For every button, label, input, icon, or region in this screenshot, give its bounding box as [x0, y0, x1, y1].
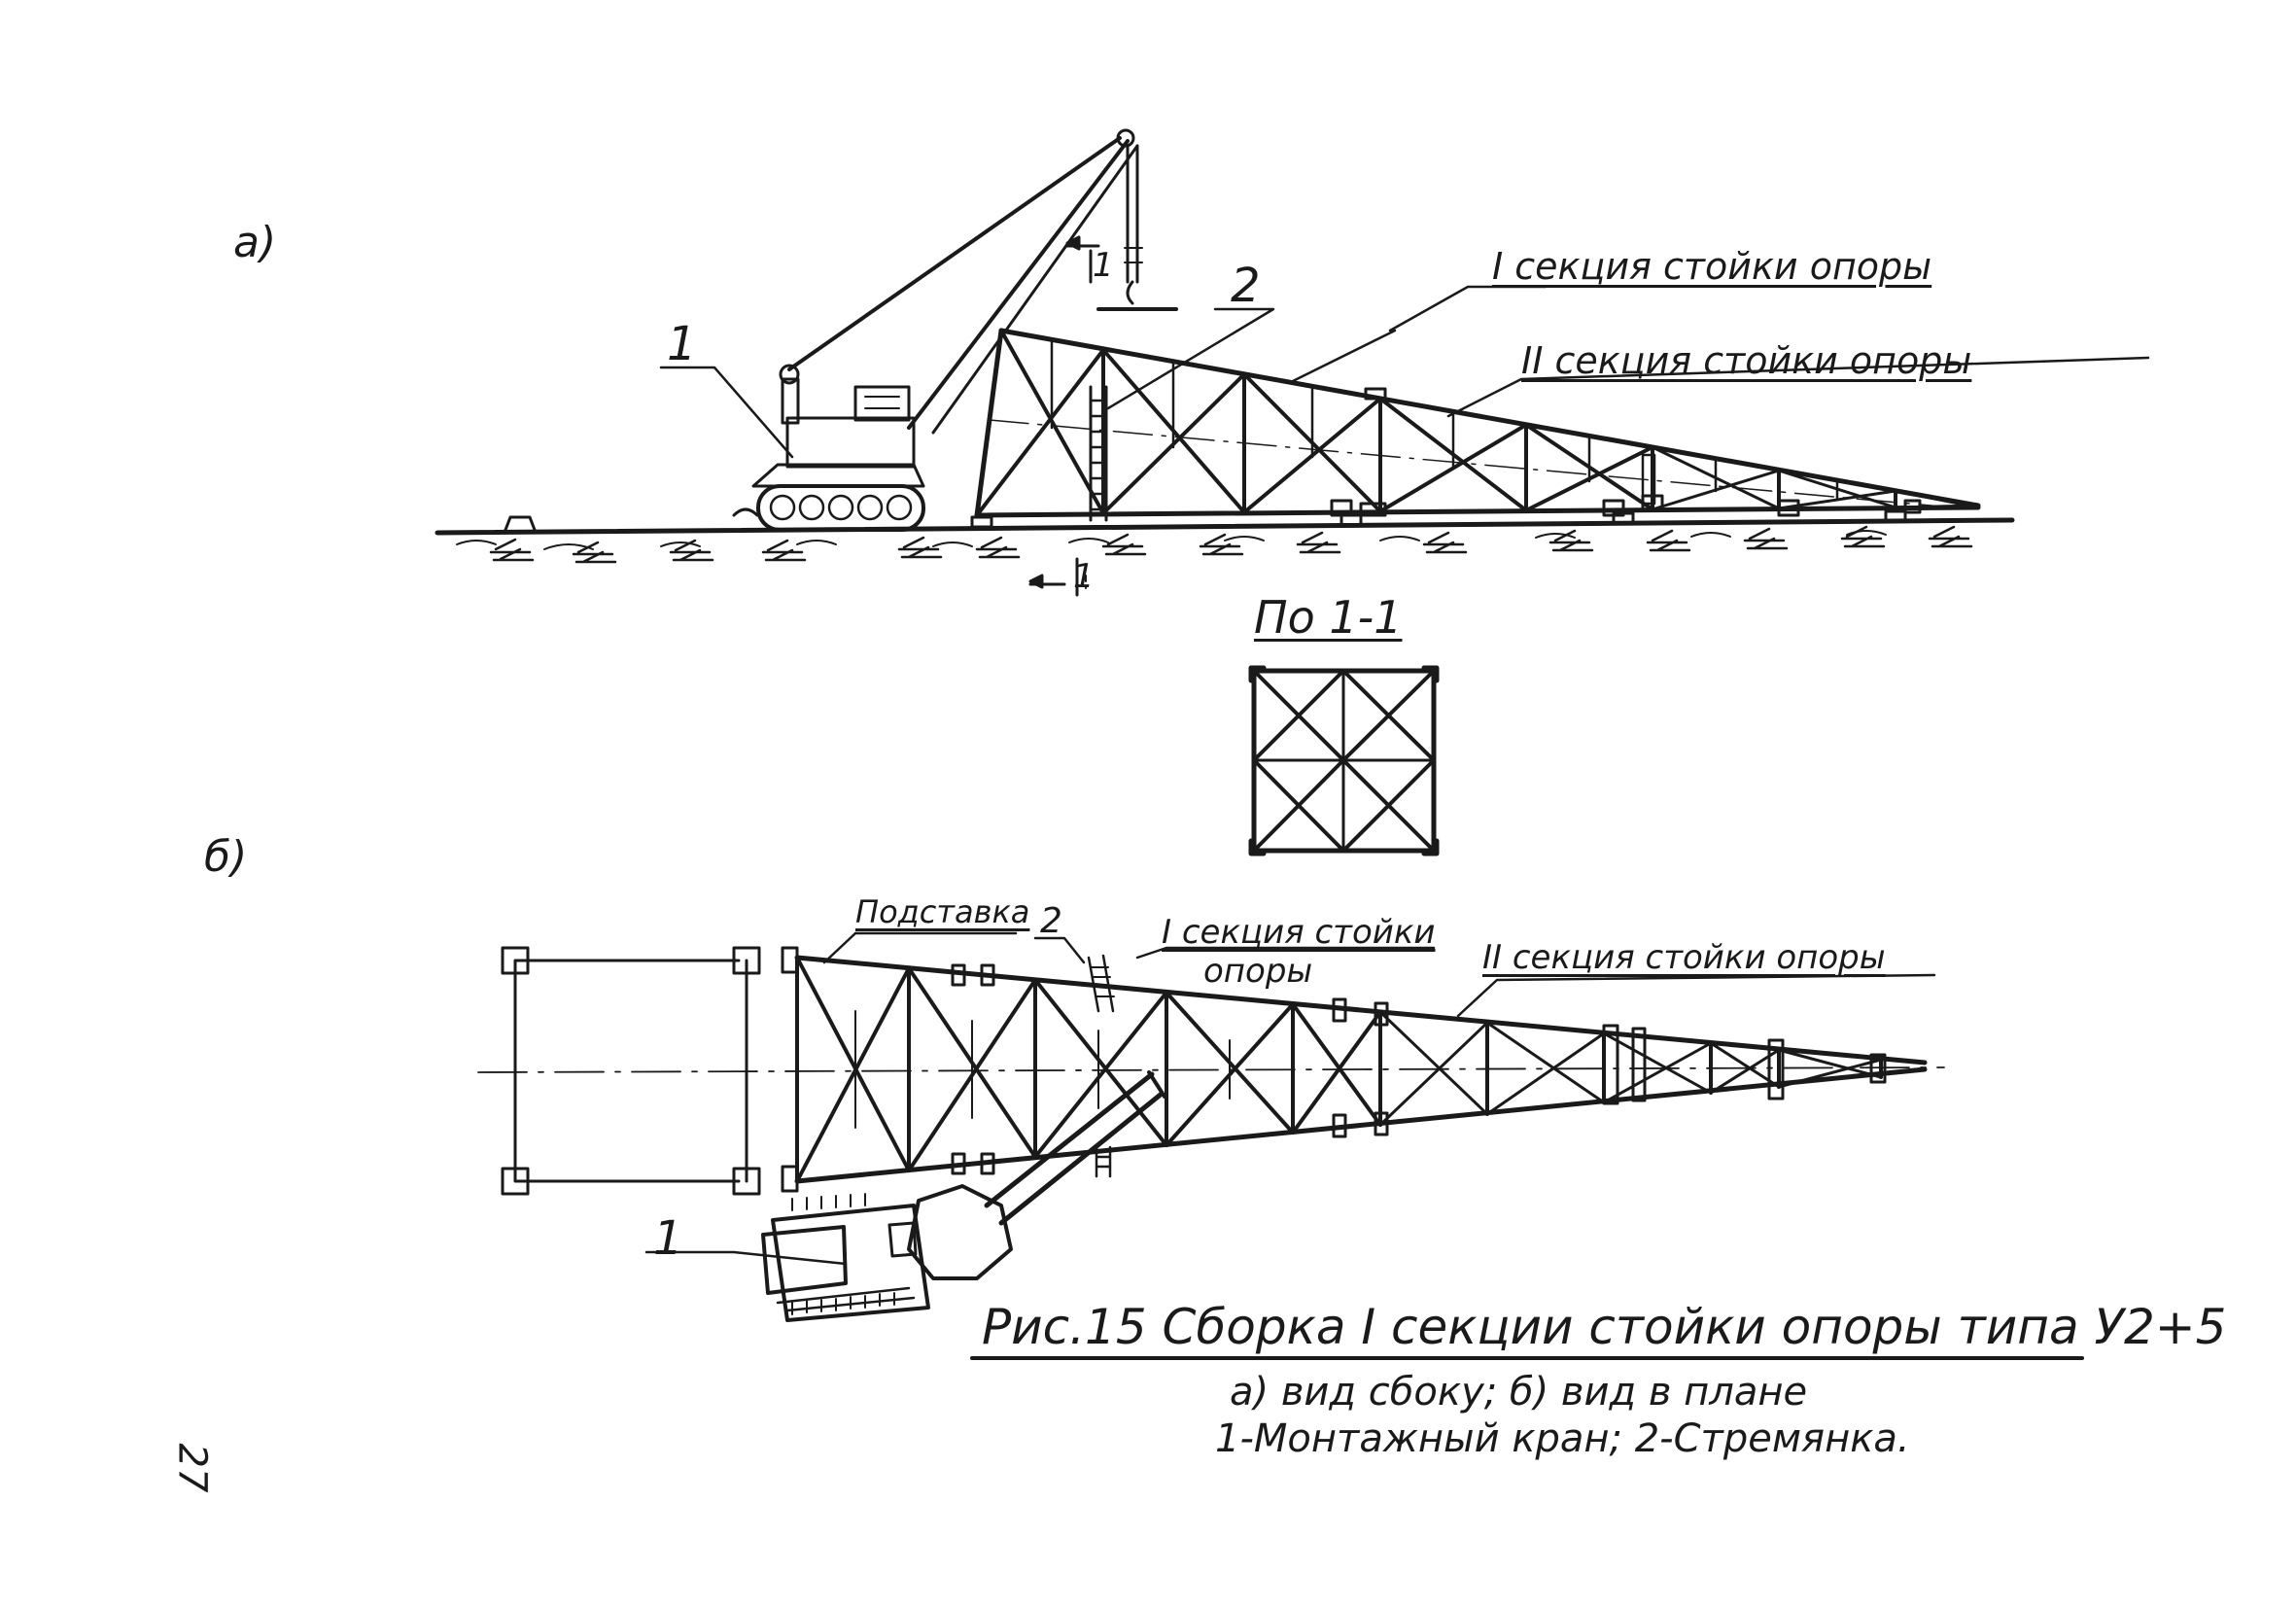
caption-views: а) вид сбоку; б) вид в плане — [1230, 1370, 1808, 1415]
label-section-1-b-line2: опоры — [1203, 952, 1313, 991]
callout-ladder-a: 2 — [1231, 259, 1261, 313]
caption-title: Рис.15 Сборка I секции стойки опоры типа… — [982, 1299, 2227, 1355]
callout-leaders-a — [659, 285, 2150, 459]
label-section-2-a: II секция стойки опоры — [1521, 339, 1972, 382]
view-a-marker: а) — [233, 218, 277, 267]
section-mark-1-1 — [1028, 235, 1100, 597]
crawler-wheels — [769, 494, 913, 521]
callout-crane-b: 1 — [653, 1211, 683, 1266]
label-stand: Подставка — [855, 893, 1030, 930]
section-mark-label-bottom: 1 — [1073, 557, 1095, 596]
view-b-marker: б) — [204, 832, 248, 882]
label-section-1-b-line1: I секция стойки — [1162, 913, 1436, 952]
callout-leaders-b — [644, 931, 1936, 1266]
ground-hatch — [489, 525, 1973, 564]
callout-crane-a: 1 — [667, 317, 697, 371]
ground-line — [435, 517, 2015, 550]
caption-legend: 1-Монтажный кран; 2-Стремянка. — [1215, 1416, 1910, 1461]
section-view-title: По 1-1 — [1254, 591, 1403, 644]
section-mark-label-top: 1 — [1093, 246, 1114, 285]
section-1-1-view — [1248, 665, 1440, 856]
truss-side-view — [970, 328, 1981, 529]
crawler-crane-side — [504, 128, 1178, 532]
page-number: 27 — [169, 1443, 215, 1493]
crawler-crane-plan — [761, 1070, 1166, 1322]
callout-ladder-b: 2 — [1040, 901, 1062, 941]
truss-plan-view — [477, 946, 1945, 1196]
label-section-1-a: I секция стойки опоры — [1492, 245, 1932, 288]
label-section-2-b: II секция стойки опоры — [1482, 938, 1886, 977]
